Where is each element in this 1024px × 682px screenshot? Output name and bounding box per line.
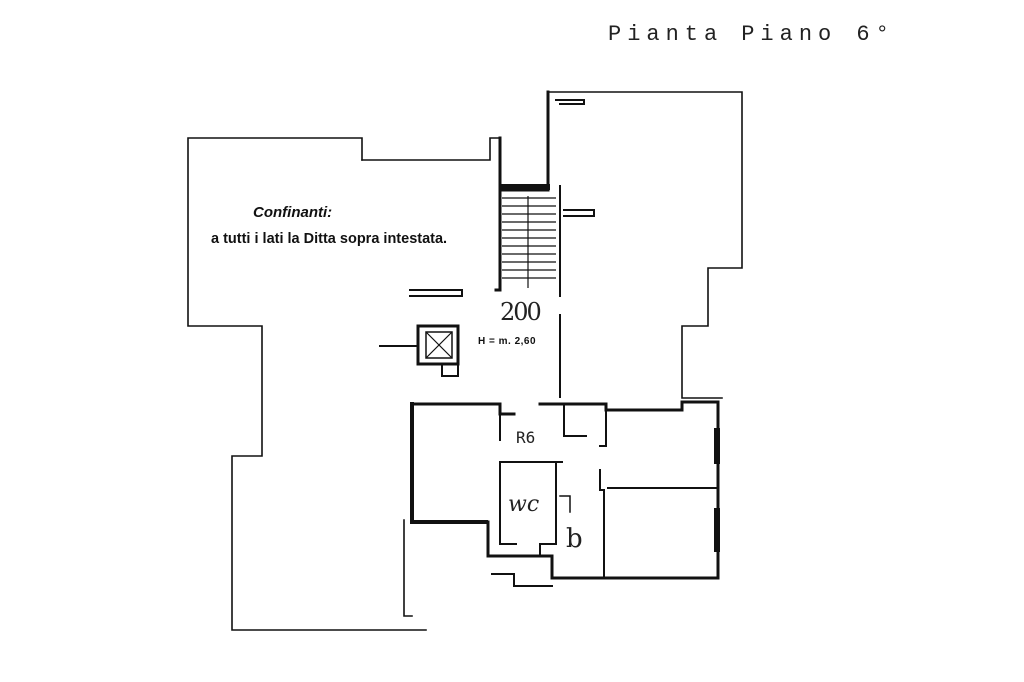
apartment-number: 200: [500, 298, 542, 326]
wc-label: wc: [508, 492, 540, 517]
room-code: R6: [516, 428, 536, 447]
apartment-left-wall: [410, 402, 488, 524]
partition-wc-right: [539, 461, 557, 557]
title-word-pianta: Pianta: [608, 22, 724, 47]
title-word-piano: Piano 6°: [741, 22, 895, 47]
partition-bath: [599, 469, 605, 579]
terrace-outline-right: [547, 91, 743, 399]
ceiling-height: H = m. 2,60: [478, 336, 537, 347]
stair-steps: [502, 196, 556, 288]
lift-bottom-wall: [441, 363, 459, 377]
lift-cabin: [425, 331, 453, 359]
stair-top-landing: [500, 184, 550, 190]
window-right-1: [714, 428, 720, 464]
confinanti-heading: Confinanti:: [253, 204, 333, 221]
confinanti-text: a tutti i lati la Ditta sopra intestata.: [211, 231, 448, 247]
stair-shaft-right: [498, 90, 550, 192]
stair-side-wall: [563, 209, 595, 217]
partition-bath-door: [559, 495, 571, 513]
apartment-top-wall-left: [410, 402, 516, 416]
apartment-bottom-wall: [486, 520, 602, 580]
terrace-outline-top: [361, 137, 501, 161]
terrace-outline-left: [187, 137, 427, 631]
plan-title: Pianta Piano 6°: [608, 22, 913, 47]
apartment-bottom-step: [491, 573, 553, 587]
lift-cross-2: [425, 331, 453, 359]
apartment-right-wall: [598, 400, 720, 580]
apartment-top-wall-right: [538, 400, 720, 412]
partition-rooms: [599, 409, 607, 447]
apartment-lower-left: [403, 519, 413, 617]
bathroom-label: b: [566, 524, 583, 554]
partition-wc-left: [499, 461, 517, 545]
stair-shaft-walls: [494, 136, 502, 292]
stair-lower-wall: [409, 289, 463, 297]
stair-notch: [555, 99, 585, 105]
partition-r6-right: [563, 403, 587, 437]
window-right-2: [714, 508, 720, 552]
